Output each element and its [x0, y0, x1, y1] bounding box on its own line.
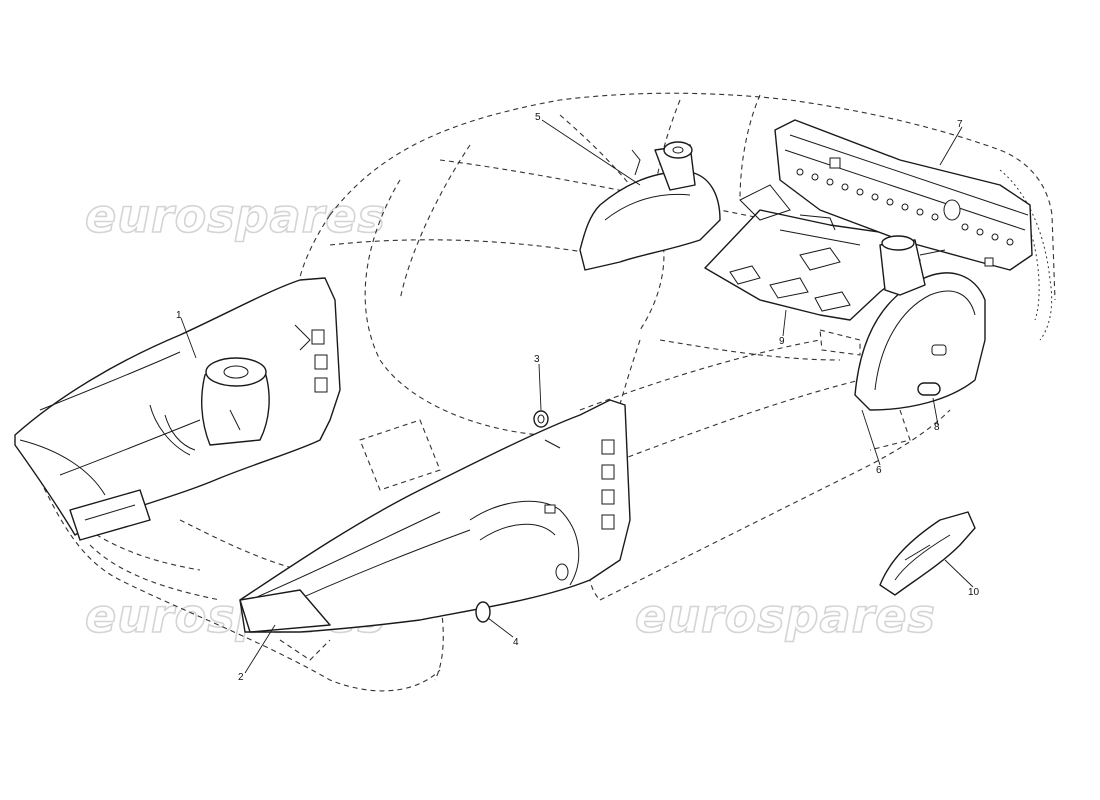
part-7-rear-panel: [774, 119, 1033, 271]
part-10-bracket: [879, 511, 976, 596]
callout-2: 2: [238, 672, 244, 683]
callout-9: 9: [779, 336, 785, 347]
watermark-bottom-right: eurospares: [635, 589, 936, 643]
callout-6: 6: [876, 465, 882, 476]
callout-4: 4: [513, 637, 519, 648]
part-6-rear-wheel-arch-right: [854, 235, 986, 411]
part-4-plug: [475, 601, 491, 623]
part-3-grommet: [533, 410, 549, 428]
leader-lines: [180, 119, 974, 674]
callout-3: 3: [534, 354, 540, 365]
part-8-oval-plug: [917, 344, 947, 396]
watermark-top-left: eurospares: [85, 189, 386, 243]
callout-labels: 1 2 3 4 5 6 7 8 9 10: [176, 112, 980, 683]
callout-10: 10: [968, 587, 980, 598]
callout-8: 8: [934, 422, 940, 433]
part-1-front-inner-wing: [14, 277, 341, 541]
callout-5: 5: [535, 112, 541, 123]
callout-7: 7: [957, 119, 963, 130]
callout-1: 1: [176, 310, 182, 321]
part-2-front-inner-wing-right: [239, 399, 631, 633]
part-9-rear-floor: [704, 184, 921, 321]
part-5-rear-wheel-arch: [579, 141, 721, 271]
